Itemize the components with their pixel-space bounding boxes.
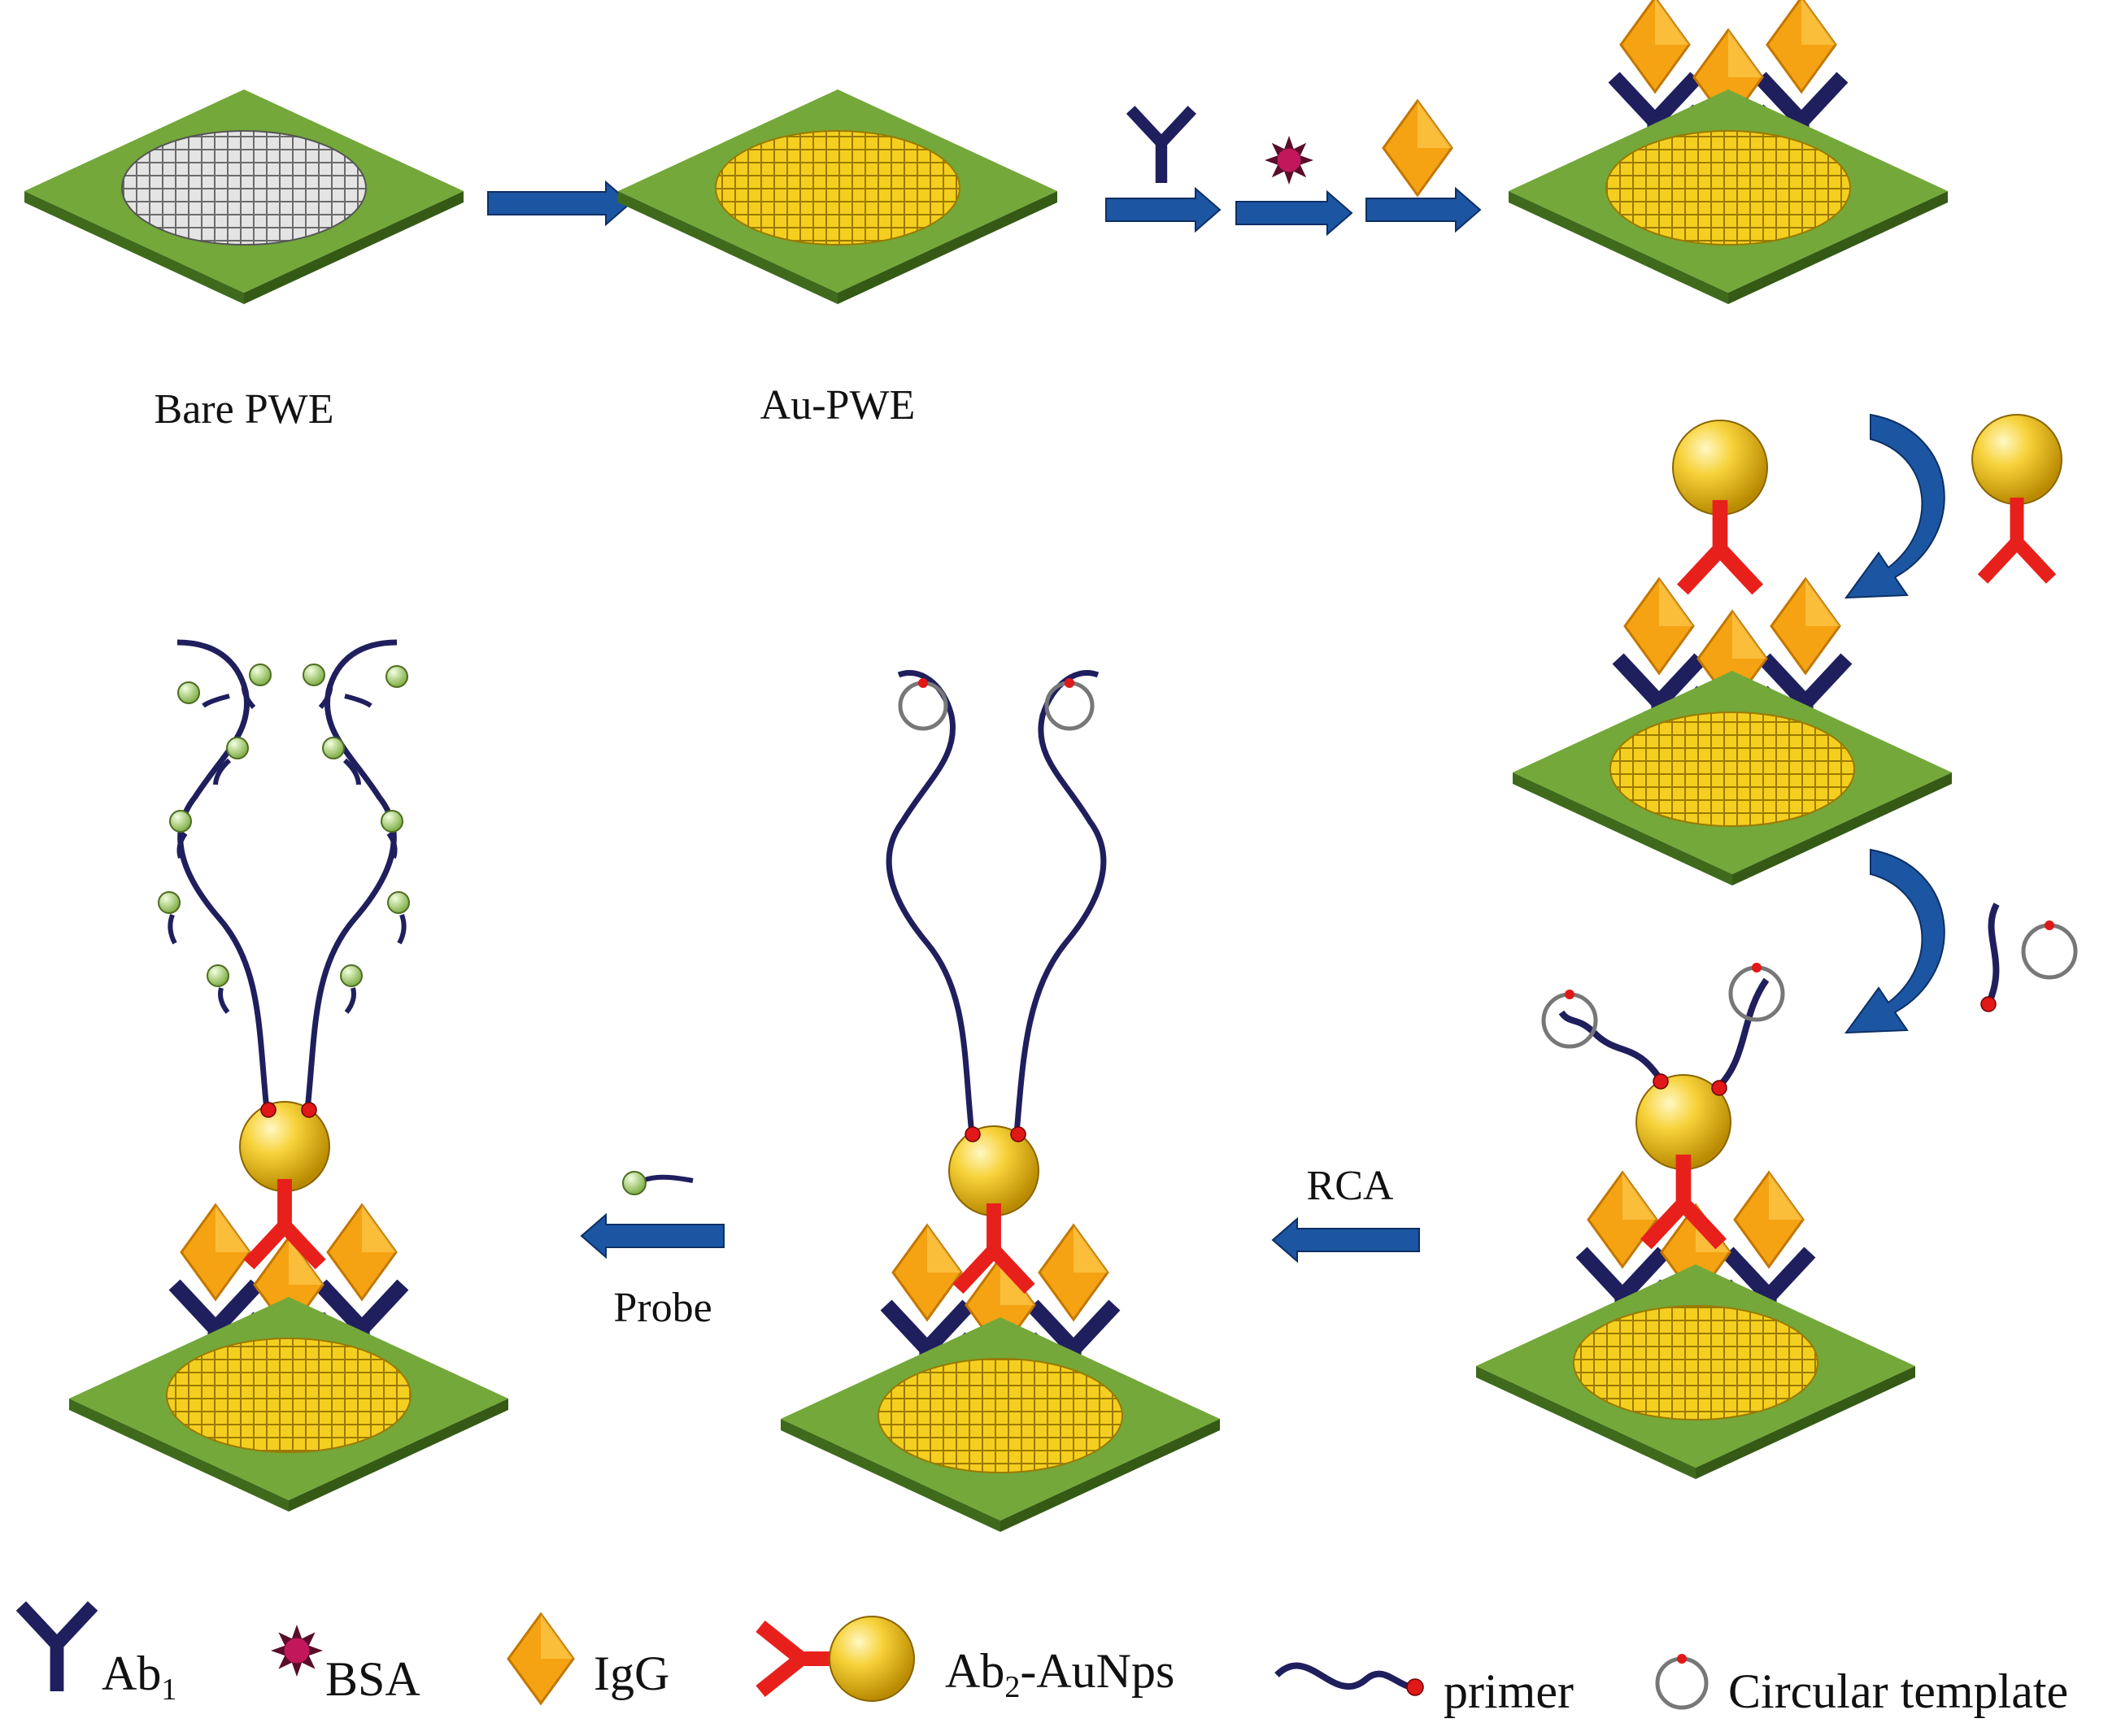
rca-product-strands bbox=[886, 669, 1107, 1142]
probe-bead bbox=[158, 891, 181, 914]
legend-circular-template-label: Circular template bbox=[1728, 1664, 2068, 1718]
probe-bead bbox=[385, 665, 408, 688]
gold-nanoparticle bbox=[1971, 414, 2062, 505]
arrow-add-igg bbox=[1365, 186, 1482, 233]
ab2-antibody bbox=[1640, 1155, 1727, 1250]
electrode-stage-6-board bbox=[781, 1317, 1220, 1532]
probe-icon bbox=[622, 1171, 694, 1195]
legend-bsa-label: BSA bbox=[325, 1652, 420, 1706]
probe-bead bbox=[177, 681, 200, 704]
probe-bead bbox=[303, 664, 325, 686]
probe-bead bbox=[340, 964, 363, 987]
probe-bead bbox=[322, 737, 345, 759]
probe-bead bbox=[249, 664, 272, 686]
au-pwe-electrode bbox=[618, 89, 1057, 304]
probe-bead bbox=[387, 891, 410, 914]
ab2-antibody bbox=[1676, 500, 1764, 595]
electrode-stage-4-board bbox=[1513, 671, 1952, 885]
arrow-add-ab2 bbox=[1844, 413, 1945, 599]
legend: Ab1 BSA IgG Ab2-AuNps primer Circular templat… bbox=[15, 1601, 2068, 1718]
probe-bead bbox=[207, 964, 229, 987]
primer-strands bbox=[1558, 977, 1770, 1096]
probe-bead bbox=[169, 810, 192, 833]
legend-igg-label: IgG bbox=[594, 1647, 669, 1700]
bare-pwe-electrode bbox=[24, 89, 464, 304]
probe-bead bbox=[381, 810, 403, 833]
ab2-antibody bbox=[952, 1203, 1035, 1294]
probe-bead bbox=[226, 737, 249, 759]
hybridized-strands bbox=[158, 639, 410, 1118]
legend-primer-icon bbox=[1274, 1662, 1424, 1696]
electrode-stage-3-board bbox=[1509, 89, 1948, 304]
circular-template-icon bbox=[1655, 1656, 1709, 1710]
gold-nanoparticle bbox=[239, 1101, 330, 1192]
rca-label: RCA bbox=[1307, 1163, 1394, 1209]
legend-ab1-label: Ab1 bbox=[102, 1647, 176, 1707]
arrow-probe bbox=[580, 1212, 725, 1260]
arrow-add-ab1 bbox=[1105, 186, 1222, 233]
arrow-add-bsa bbox=[1235, 189, 1353, 237]
circular-template-icon bbox=[1044, 681, 1095, 731]
arrow-add-primer bbox=[1844, 848, 1945, 1034]
gold-nanoparticle bbox=[829, 1616, 915, 1702]
au-pwe-label: Au-PWE bbox=[760, 382, 916, 429]
gold-nanoparticle bbox=[948, 1125, 1039, 1216]
probe-bead bbox=[622, 1171, 647, 1195]
primer-icon bbox=[1980, 903, 2000, 1012]
ab1-antibody bbox=[15, 1601, 98, 1691]
arrow-rca bbox=[1271, 1216, 1420, 1264]
electrode-stage-7-board bbox=[69, 1297, 508, 1512]
circular-template-icon bbox=[898, 681, 948, 731]
legend-ab2-label: Ab2-AuNps bbox=[945, 1644, 1174, 1704]
bare-pwe-label: Bare PWE bbox=[155, 386, 334, 433]
ab2-antibody bbox=[1977, 498, 2057, 584]
probe-label: Probe bbox=[613, 1285, 712, 1331]
legend-ab2-aunp-icon bbox=[756, 1616, 915, 1702]
ab1-antibody bbox=[1126, 106, 1197, 183]
electrode-stage-5-board bbox=[1476, 1264, 1915, 1479]
legend-primer-label: primer bbox=[1444, 1664, 1574, 1718]
ab2-antibody bbox=[243, 1179, 326, 1270]
arrow-bare-to-au bbox=[487, 180, 632, 227]
circular-template-icon bbox=[2021, 923, 2078, 980]
